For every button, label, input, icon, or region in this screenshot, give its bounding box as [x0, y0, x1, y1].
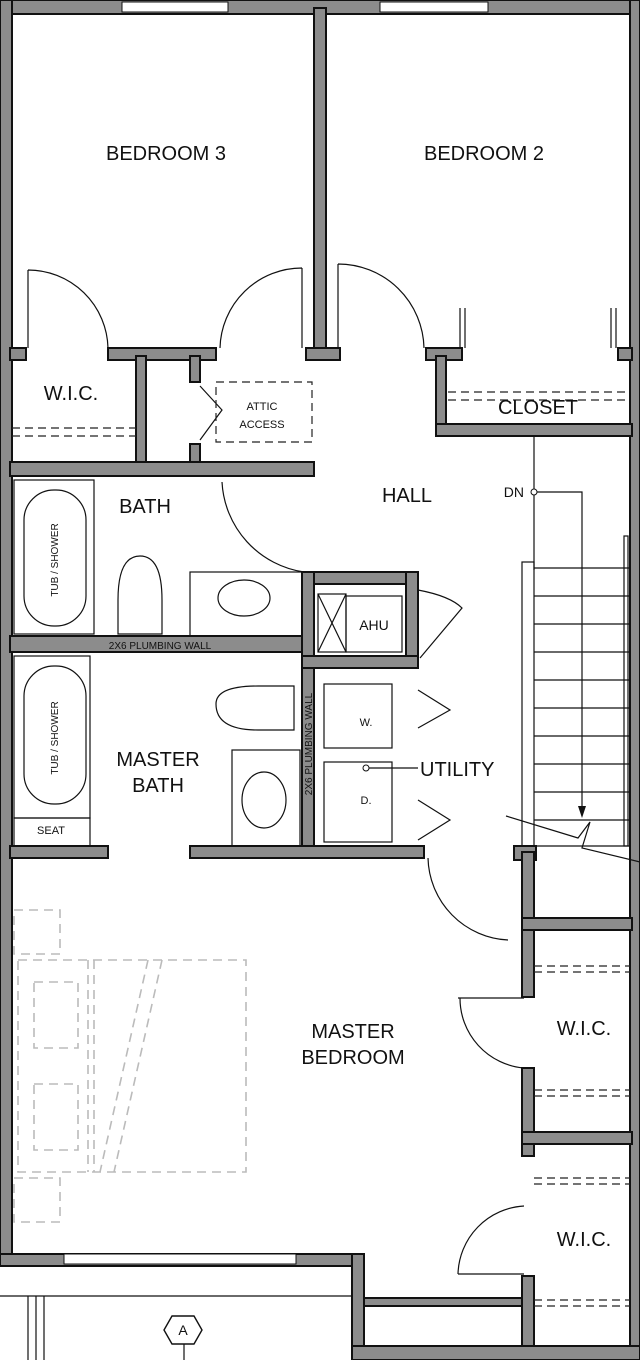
label-ahu: AHU: [359, 617, 389, 633]
door-wic-mid[interactable]: [458, 997, 525, 1069]
dryer: [323, 761, 393, 843]
wall-closet-bottom: [435, 423, 633, 437]
vanity-bath: [189, 571, 303, 637]
wall-ahu-bottom: [301, 655, 419, 669]
wall-bottom-right: [351, 1345, 640, 1360]
label-master-bath-2: BATH: [132, 775, 184, 797]
exterior-wall-left: [0, 0, 13, 1259]
closet-shelf: [448, 391, 628, 401]
sink-bath: [217, 579, 271, 617]
door-master-bath[interactable]: [427, 857, 509, 941]
wall-wic-left-3: [521, 1275, 535, 1357]
washer: [323, 683, 393, 749]
wall-ahu-right: [405, 571, 419, 663]
wall-ahu-top: [301, 571, 419, 585]
label-master-bath-1: MASTER: [116, 749, 199, 771]
label-dryer: D.: [361, 795, 372, 807]
ahu-unit: [345, 595, 403, 653]
label-stair-dn: DN: [504, 484, 524, 500]
label-wic-lower: W.I.C.: [557, 1229, 611, 1251]
label-seat: SEAT: [37, 825, 65, 837]
label-plumbing-wall-h: 2X6 PLUMBING WALL: [109, 641, 212, 652]
exterior-wall-right: [629, 0, 640, 1360]
wall-wic-right: [135, 355, 147, 469]
wall-b2-bottom-r: [617, 347, 633, 361]
door-bedroom3[interactable]: [219, 267, 303, 349]
window-master: [63, 1253, 297, 1265]
wall-attic-top: [189, 355, 201, 383]
wall-mbath-bottom-r: [189, 845, 425, 859]
toilet-bath: [117, 555, 163, 635]
label-bedroom3: BEDROOM 3: [106, 143, 226, 165]
sink-master: [241, 771, 287, 829]
label-tub2: TUB / SHOWER: [50, 701, 61, 774]
utility-leader-dot: [362, 764, 370, 772]
label-closet: CLOSET: [498, 397, 578, 419]
attic-door[interactable]: [199, 385, 223, 441]
porch-lines: [0, 1295, 352, 1360]
ahu-x: [317, 593, 347, 653]
section-marker[interactable]: [163, 1315, 203, 1345]
label-bedroom2: BEDROOM 2: [424, 143, 544, 165]
wall-mid-bottom: [305, 347, 341, 361]
label-attic-2: ACCESS: [239, 419, 284, 431]
wall-bedroom-divider: [313, 7, 327, 361]
label-section-marker: A: [178, 1322, 188, 1338]
tub-inner: [23, 489, 87, 627]
label-tub1: TUB / SHOWER: [50, 523, 61, 596]
wall-b3-bottom-l: [9, 347, 27, 361]
wall-wic-divider: [521, 1131, 633, 1145]
label-bath: BATH: [119, 496, 171, 518]
stair-start-dot: [530, 488, 538, 496]
label-master-bedroom-2: BEDROOM: [301, 1047, 404, 1069]
label-utility: UTILITY: [420, 759, 494, 781]
label-wic-mid: W.I.C.: [557, 1018, 611, 1040]
label-wic-upper: W.I.C.: [44, 383, 98, 405]
label-master-bedroom-1: MASTER: [311, 1021, 394, 1043]
closet-bifold: [459, 308, 617, 348]
window-bedroom2: [379, 1, 489, 13]
door-ahu[interactable]: [417, 589, 463, 659]
stair-arrow-line: [537, 491, 583, 806]
door-bedroom2[interactable]: [337, 263, 425, 349]
door-utility[interactable]: [417, 689, 452, 841]
wall-bottom-inner: [363, 1297, 523, 1307]
label-washer: W.: [360, 717, 373, 729]
door-wic-lower[interactable]: [457, 1205, 525, 1275]
toilet-master: [215, 685, 295, 731]
stair-arrow-head: [578, 806, 586, 818]
window-bedroom3: [121, 1, 229, 13]
wall-bottom-step: [351, 1253, 365, 1360]
bed-outline: [13, 909, 247, 1223]
stair-stringer: [521, 561, 535, 853]
wic-shelf: [12, 427, 136, 437]
wall-wic-top: [521, 917, 633, 931]
stair-handrail: [623, 535, 629, 847]
wall-bath-top: [9, 461, 315, 477]
tub-master-inner: [23, 665, 87, 805]
wall-mbath-bottom-l: [9, 845, 109, 859]
stair-break-line: [505, 815, 640, 863]
door-bath[interactable]: [221, 481, 305, 573]
label-attic-1: ATTIC: [247, 401, 278, 413]
label-plumbing-wall-v: 2X6 PLUMBING WALL: [304, 692, 315, 795]
tub-bath: [13, 479, 95, 635]
door-wic[interactable]: [27, 269, 109, 349]
label-hall: HALL: [382, 485, 432, 507]
